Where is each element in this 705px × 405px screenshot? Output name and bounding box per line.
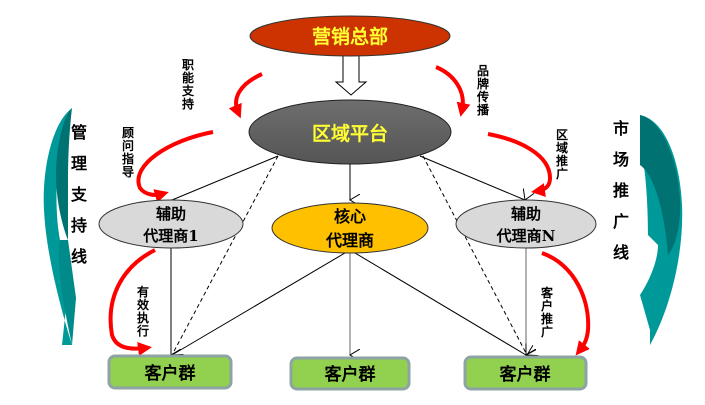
vertical-char: 导: [122, 164, 134, 179]
brand-communication-red-arrow: [435, 65, 471, 117]
regional-platform-node[interactable]: 区域平台: [248, 99, 452, 165]
platform-to-assistant1-line: [172, 155, 279, 200]
vertical-char: 广: [613, 212, 629, 231]
core-to-right-customer-line: [349, 249, 526, 355]
vertical-char: 持: [71, 216, 87, 235]
vertical-char: 问: [122, 138, 134, 153]
vertical-char: 区: [556, 128, 568, 142]
assistant-agent-n-line2: 代理商N: [496, 227, 556, 245]
vertical-char: 线: [613, 243, 629, 262]
vertical-char: 能: [182, 70, 194, 85]
core-agent-line2: 代理商: [325, 231, 374, 250]
hq-label: 营销总部: [312, 25, 388, 48]
vertical-char: 执: [137, 310, 149, 325]
vertical-char: 广: [556, 166, 568, 181]
regional-promotion-red-arrow: [487, 132, 553, 197]
vertical-char: 持: [182, 96, 194, 111]
assistant-agent-n-line1: 辅助: [511, 205, 541, 223]
vertical-char: 户: [541, 298, 553, 313]
vertical-char: 职: [182, 58, 194, 72]
hq-node[interactable]: 营销总部: [249, 15, 451, 57]
vertical-char: 市: [613, 119, 629, 138]
platform-to-left-customer-dashed: [172, 155, 279, 355]
vertical-char: 牌: [477, 76, 489, 91]
customer-group-center[interactable]: 客户群: [289, 356, 411, 391]
regional-platform-label: 区域平台: [312, 122, 388, 145]
platform-to-right-customer-dashed: [422, 155, 527, 355]
hq-to-platform-arrow: [334, 54, 368, 96]
customer-group-left[interactable]: 客户群: [107, 354, 233, 390]
vertical-char: 场: [613, 150, 629, 169]
vertical-char: 支: [181, 83, 195, 98]
core-agent-line1: 核心: [334, 207, 366, 226]
customer-group-left-label: 客户群: [144, 363, 196, 384]
assistant-agent-1-line1: 辅助: [156, 205, 186, 223]
vertical-char: 推: [556, 153, 568, 168]
vertical-char: 有: [137, 284, 149, 299]
platform-to-assistantN-line: [419, 155, 525, 200]
vertical-char: 线: [71, 247, 87, 266]
vertical-char: 行: [136, 323, 149, 338]
connectors: [171, 54, 527, 355]
management-support-line-arrow: [43, 108, 76, 345]
vertical-char: 顾: [122, 125, 134, 140]
assistant-agent-1-node[interactable]: 辅助 代理商1: [98, 199, 244, 249]
core-agent-node[interactable]: 核心 代理商: [271, 202, 429, 254]
vertical-char: 理: [71, 154, 87, 173]
vertical-char: 管: [71, 123, 87, 142]
vertical-char: 客: [540, 285, 554, 300]
assistant-agent-n-node[interactable]: 辅助 代理商N: [455, 199, 597, 249]
vertical-char: 品: [477, 64, 489, 78]
customer-group-right[interactable]: 客户群: [463, 355, 588, 391]
vertical-char: 域: [556, 140, 568, 155]
customer-promotion-red-arrow: [541, 251, 591, 356]
effective-execution-red-arrow: [108, 248, 156, 356]
customer-group-center-label: 客户群: [324, 364, 376, 385]
customer-group-right-label: 客户群: [499, 364, 551, 385]
vertical-char: 支: [70, 185, 88, 204]
consulting-guidance-red-arrow: [136, 130, 214, 203]
functional-support-red-arrow: [228, 72, 263, 119]
vertical-char: 推: [541, 311, 553, 326]
vertical-char: 效: [137, 297, 150, 312]
market-promotion-line-arrow: [640, 115, 683, 345]
core-to-left-customer-line: [172, 249, 351, 355]
red-arrows: [108, 65, 591, 356]
vertical-char: 播: [477, 102, 490, 117]
vertical-char: 传: [476, 89, 489, 104]
vertical-char: 推: [613, 181, 629, 200]
assistant-agent-1-line2: 代理商1: [142, 227, 198, 245]
vertical-char: 指: [122, 151, 134, 166]
vertical-char: 广: [541, 324, 553, 339]
